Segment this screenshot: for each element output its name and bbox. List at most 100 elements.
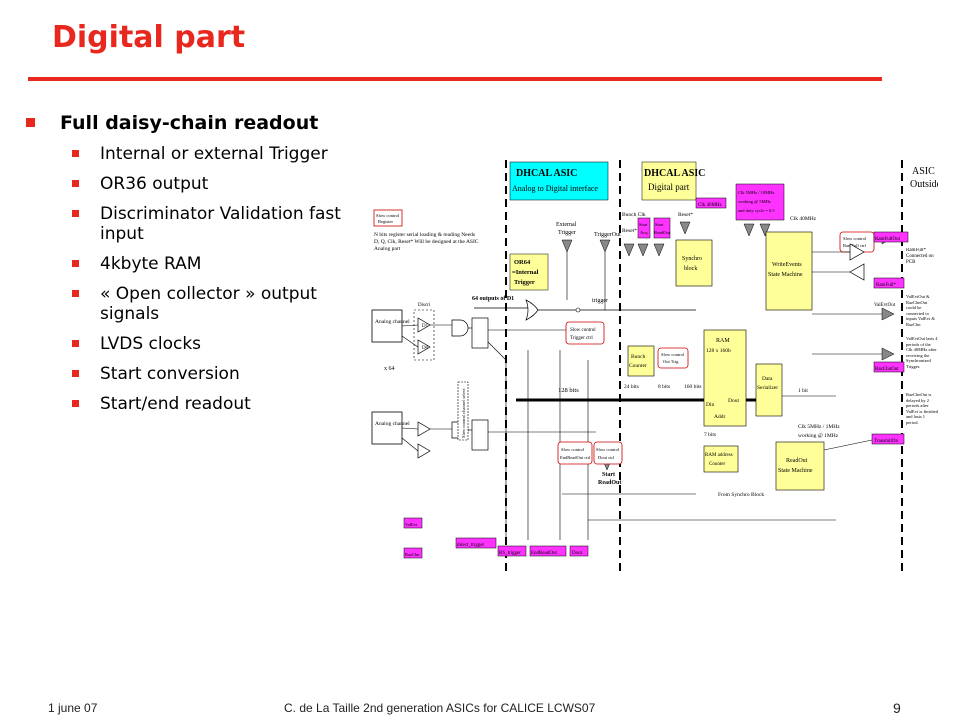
- slow-control-register-box: [373, 209, 403, 227]
- direct-trigger-label: direct_trigger: [457, 543, 485, 548]
- bullet-square-icon: [72, 260, 79, 267]
- start-readout-pin: [653, 217, 671, 239]
- sub-bullet: Start conversion: [24, 364, 384, 384]
- analog-channel-label-2: Analog channel: [375, 421, 410, 427]
- slow-control-out-trig-box: [657, 347, 689, 369]
- val-evt-arrow-2: [881, 347, 895, 361]
- val-evt-out-label: ValEvtOut: [874, 303, 896, 308]
- write-events-label-2: State Machine: [768, 272, 803, 278]
- start-readout-label: Start: [655, 222, 664, 227]
- reset-pin: [679, 221, 691, 235]
- slow-control-dout-label-2: Dout ctrl: [598, 455, 615, 460]
- clk-5mhz-label-3: and duty cycle = 0.5: [738, 208, 775, 213]
- ram-block: [703, 329, 747, 427]
- external-trigger-label: External: [556, 222, 577, 228]
- sub-bullet-text: LVDS clocks: [100, 334, 202, 354]
- rs-trigger-label: RS_trigger: [499, 551, 521, 556]
- ramfull-in-label: RamFull*: [876, 283, 897, 288]
- analog-channel-label: Analog channel: [375, 319, 410, 325]
- bullet-square-icon: [72, 180, 79, 187]
- data-serializer-label: Data: [762, 376, 773, 382]
- nbits-note: N bits register serial loading & reading…: [374, 232, 478, 252]
- analog-header-text: DHCAL ASIC: [516, 168, 577, 179]
- clk-5mhz-arrow: [743, 223, 755, 237]
- slow-control-ramfull-label: Slow control: [843, 236, 867, 241]
- or64-label-2: =Internal: [512, 269, 539, 276]
- discri-d0-b: [417, 443, 431, 459]
- asic-label: ASIC: [912, 166, 935, 177]
- sr-latch: [471, 317, 489, 349]
- dout-pin-label: Dout: [572, 551, 583, 556]
- addr-label: Addr: [714, 414, 725, 420]
- sub-bullet: « Open collector » output signals: [24, 284, 384, 324]
- reset-label-2: Reset*: [678, 212, 693, 218]
- trigger-out-label: TriggerOut: [594, 232, 621, 238]
- raz-chn-pin: [403, 547, 423, 559]
- bits-8-label: 8 bits: [658, 384, 670, 390]
- bullet-list: Full daisy-chain readout Internal or ext…: [24, 108, 384, 424]
- readout-sm: [775, 441, 825, 491]
- val-evt-lasts-note: ValEvtOut lasts 4 periods of the Clk 40M…: [906, 336, 938, 369]
- or64-label: OR64: [514, 259, 531, 266]
- start-readout-label-2: ReadOut: [654, 230, 671, 235]
- title-underline: [28, 77, 882, 81]
- slide-title: Digital part: [52, 20, 246, 55]
- ram-size-label: 128 x 160b: [706, 348, 731, 354]
- write-events-sm: [765, 231, 813, 311]
- val-evt-label: ValEvt: [405, 522, 418, 527]
- slow-control-trigger-box: [565, 321, 605, 345]
- readout-sm-label-2: State Machine: [778, 468, 813, 474]
- val-evt-note: ValEvtOut & RazChnOut could be connected…: [906, 294, 935, 327]
- bunch-counter: [627, 345, 655, 377]
- synchro-label-2: block: [684, 266, 697, 272]
- start-acq-label: Start: [639, 222, 648, 227]
- slow-control-end-label: Slow control: [561, 447, 585, 452]
- trigger-out-pin: [599, 239, 611, 253]
- or64-box: [509, 253, 549, 291]
- clk-5mhz-label: Clk 5MHz / 10MHz: [738, 190, 774, 195]
- bits-24-label: 24 bits: [624, 384, 639, 390]
- discri-group: [413, 309, 435, 361]
- bunch-clk-pin: [623, 243, 635, 257]
- start-readout-arrow: [653, 243, 665, 257]
- write-events-label: WriteEvents: [772, 262, 802, 268]
- d1-label: D1: [422, 324, 429, 329]
- bit-1-label: 1 bit: [798, 388, 808, 394]
- sub-bullet-text: 4kbyte RAM: [100, 254, 202, 274]
- data-serializer: [755, 363, 783, 417]
- dout-pin: [569, 545, 589, 557]
- x64-label: x 64: [384, 366, 395, 372]
- reset-label: Reset*: [622, 228, 637, 234]
- start-acq-arrow: [637, 243, 649, 257]
- outputs-of-d1-label: 64 outputs of D1: [472, 296, 514, 302]
- bullet-square-icon: [72, 340, 79, 347]
- outside-label: Outside: [910, 179, 938, 190]
- analog-interface-header: [509, 161, 609, 201]
- synchro-label: Synchro: [682, 256, 702, 262]
- clk-5mhz-label-2: working @ 5MHz: [738, 199, 771, 204]
- sub-bullet-text: Start/end readout: [100, 394, 251, 414]
- data-serializer-label-2: Serializer: [757, 385, 778, 391]
- ram-address-counter: [703, 445, 739, 473]
- end-readout-pin: [529, 545, 567, 557]
- sub-bullet: Start/end readout: [24, 394, 384, 414]
- bunch-clk-label: Bunch Clk: [622, 212, 646, 218]
- end-readout-label: EndReadOut: [531, 551, 557, 556]
- digital-header-sub: Digital part: [648, 182, 690, 192]
- readout-sm-label: ReadOut: [786, 458, 808, 464]
- din-label: Din: [706, 402, 715, 408]
- ramfull-in-pin: [873, 277, 905, 289]
- discri-label: Discri: [418, 303, 431, 308]
- ram-label: RAM: [716, 338, 730, 344]
- raz-chn-out-label: RazChnOut: [875, 367, 899, 372]
- bullet-square-icon: [72, 290, 79, 297]
- transmit-on-label: TransmitOn: [874, 439, 898, 444]
- sub-bullet: LVDS clocks: [24, 334, 384, 354]
- sub-bullet: 4kbyte RAM: [24, 254, 384, 274]
- val-evt-pin: [403, 517, 423, 529]
- bunch-counter-label-2: Counter: [629, 363, 647, 369]
- sub-bullet: Discriminator Validation fast input: [24, 204, 384, 244]
- raz-chn-out-pin: [873, 361, 905, 373]
- slow-control-channel-label: Slow control channel select: [461, 388, 466, 438]
- bits-160-label: 160 bits: [684, 384, 702, 390]
